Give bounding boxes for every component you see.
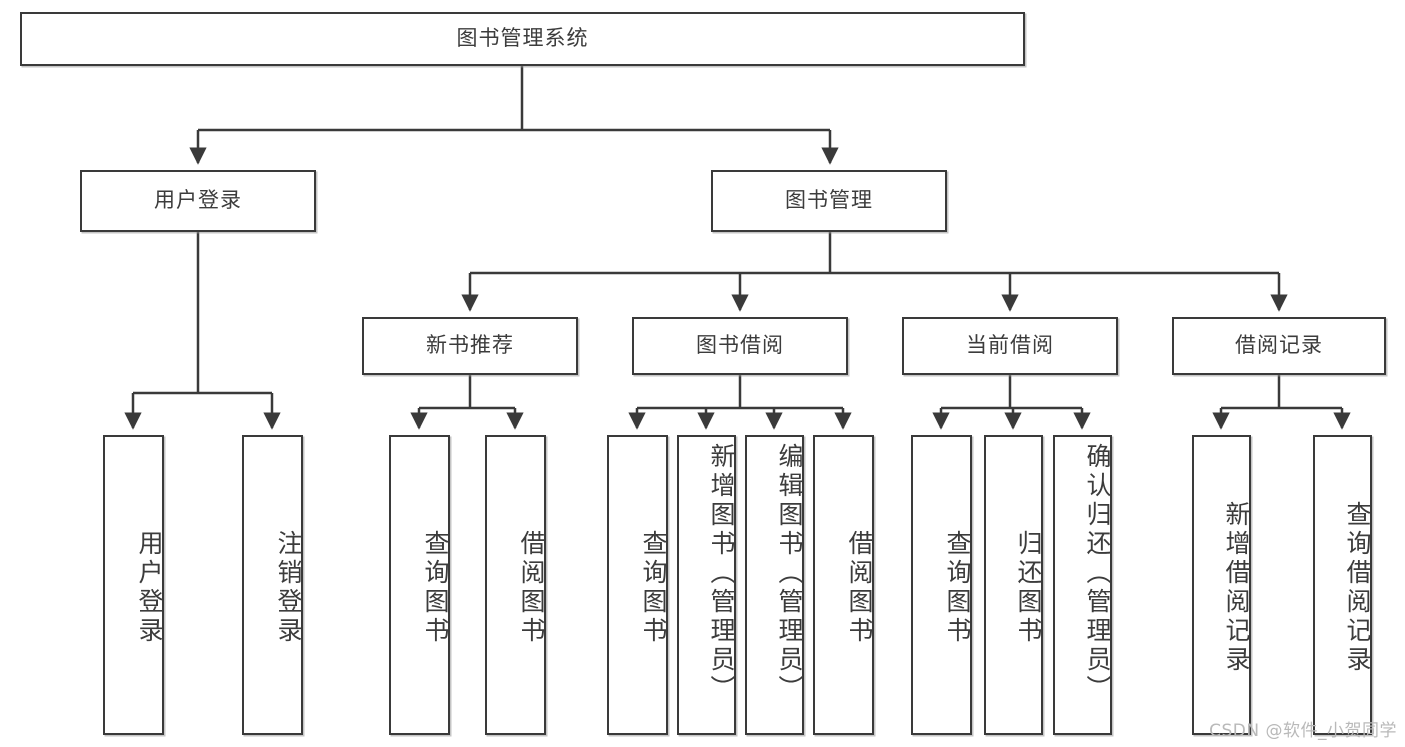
node-borrow-record-label: 借阅记录 bbox=[1235, 333, 1323, 358]
node-leaf-user-login[interactable]: 用户登录 bbox=[103, 435, 164, 735]
node-leaf-add-borrow-record[interactable]: 新增借阅记录 bbox=[1192, 435, 1251, 735]
node-leaf-add-book-admin-label: 新增图书（管理员） bbox=[707, 443, 736, 704]
node-leaf-user-login-label: 用户登录 bbox=[135, 530, 164, 646]
node-leaf-query-borrow-record-label: 查询借阅记录 bbox=[1343, 501, 1372, 675]
node-leaf-confirm-return-admin[interactable]: 确认归还（管理员） bbox=[1053, 435, 1112, 735]
node-book-borrow[interactable]: 图书借阅 bbox=[632, 317, 848, 375]
node-leaf-query-book-recommend-label: 查询图书 bbox=[421, 530, 450, 646]
node-leaf-return-book-label: 归还图书 bbox=[1014, 530, 1043, 646]
node-current-borrow-label: 当前借阅 bbox=[966, 333, 1054, 358]
node-leaf-borrow-book-recommend-label: 借阅图书 bbox=[517, 530, 546, 646]
node-leaf-borrow-book[interactable]: 借阅图书 bbox=[813, 435, 874, 735]
node-book-management[interactable]: 图书管理 bbox=[711, 170, 947, 232]
node-root-label: 图书管理系统 bbox=[456, 26, 589, 51]
node-leaf-query-book-recommend[interactable]: 查询图书 bbox=[389, 435, 450, 735]
node-leaf-borrow-book-label: 借阅图书 bbox=[845, 530, 874, 646]
node-leaf-query-book-borrow-label: 查询图书 bbox=[639, 530, 668, 646]
node-leaf-confirm-return-admin-label: 确认归还（管理员） bbox=[1083, 443, 1112, 704]
node-leaf-edit-book-admin[interactable]: 编辑图书（管理员） bbox=[745, 435, 804, 735]
node-leaf-query-book-current[interactable]: 查询图书 bbox=[911, 435, 972, 735]
node-leaf-edit-book-admin-label: 编辑图书（管理员） bbox=[775, 443, 804, 704]
node-leaf-query-borrow-record[interactable]: 查询借阅记录 bbox=[1313, 435, 1372, 735]
node-current-borrow[interactable]: 当前借阅 bbox=[902, 317, 1118, 375]
csdn-watermark: CSDN @软件_小贺同学 bbox=[1209, 721, 1397, 741]
node-leaf-query-book-current-label: 查询图书 bbox=[943, 530, 972, 646]
node-root[interactable]: 图书管理系统 bbox=[20, 12, 1025, 66]
node-user-login[interactable]: 用户登录 bbox=[80, 170, 316, 232]
node-new-book-recommend-label: 新书推荐 bbox=[426, 333, 514, 358]
node-leaf-user-logout[interactable]: 注销登录 bbox=[242, 435, 303, 735]
node-user-login-label: 用户登录 bbox=[154, 188, 242, 213]
node-borrow-record[interactable]: 借阅记录 bbox=[1172, 317, 1386, 375]
node-leaf-user-logout-label: 注销登录 bbox=[274, 530, 303, 646]
node-book-management-label: 图书管理 bbox=[785, 188, 873, 213]
node-new-book-recommend[interactable]: 新书推荐 bbox=[362, 317, 578, 375]
node-leaf-add-borrow-record-label: 新增借阅记录 bbox=[1222, 501, 1251, 675]
node-book-borrow-label: 图书借阅 bbox=[696, 333, 784, 358]
node-leaf-add-book-admin[interactable]: 新增图书（管理员） bbox=[677, 435, 736, 735]
node-leaf-query-book-borrow[interactable]: 查询图书 bbox=[607, 435, 668, 735]
node-leaf-return-book[interactable]: 归还图书 bbox=[984, 435, 1043, 735]
node-leaf-borrow-book-recommend[interactable]: 借阅图书 bbox=[485, 435, 546, 735]
